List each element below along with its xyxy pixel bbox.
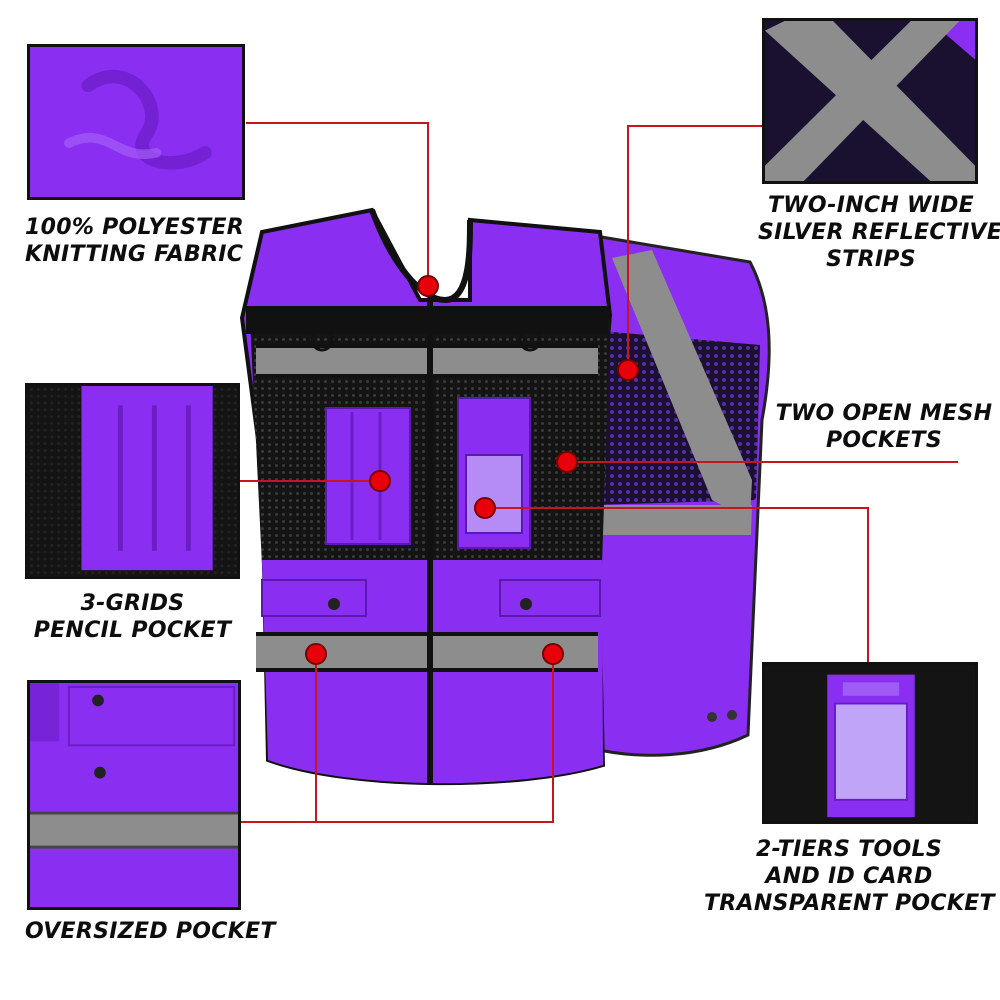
id-card-pocket-closeup-panel	[762, 662, 978, 824]
leader-line-reflective	[627, 125, 762, 370]
oversized-pocket-closeup-panel	[27, 680, 241, 910]
red-dot-icon	[617, 359, 639, 381]
label-mesh: TWO OPEN MESH POCKETS	[775, 401, 993, 453]
red-dot-icon	[542, 643, 564, 665]
label-oversized: OVERSIZED POCKET	[25, 919, 276, 944]
leader-line-fabric	[246, 122, 429, 286]
red-dot-icon	[305, 643, 327, 665]
reflective-closeup-panel	[762, 18, 978, 184]
leader-line-oversized-right	[316, 654, 554, 823]
pencil-pocket-closeup-panel	[25, 383, 240, 579]
leader-line-id-card	[485, 507, 869, 662]
red-dot-icon	[474, 497, 496, 519]
label-id-card: 2-TIERS TOOLS AND ID CARD TRANSPARENT PO…	[704, 837, 995, 916]
label-fabric: 100% POLYESTER KNITTING FABRIC	[25, 215, 245, 267]
label-reflective: TWO-INCH WIDE SILVER REFLECTIVE STRIPS	[758, 193, 1000, 272]
label-pencil: 3-GRIDS PENCIL POCKET	[33, 591, 232, 643]
red-dot-icon	[369, 470, 391, 492]
red-dot-icon	[417, 275, 439, 297]
callout-dots	[305, 275, 639, 665]
red-dot-icon	[556, 451, 578, 473]
leader-lines	[240, 122, 958, 823]
fabric-closeup-panel	[27, 44, 245, 200]
